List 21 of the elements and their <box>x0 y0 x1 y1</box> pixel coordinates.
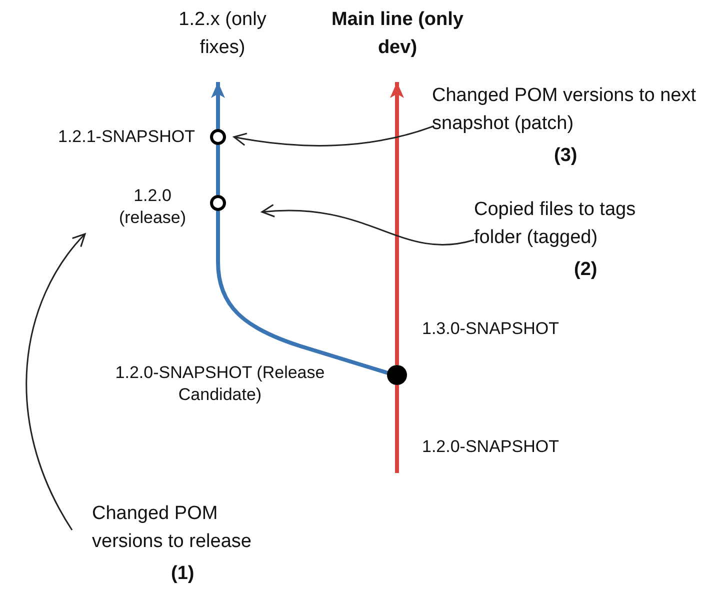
arrow <box>233 125 434 146</box>
branch-heading: 1.2.x (only fixes) <box>178 8 268 60</box>
version-label: 1.2.0 (release) <box>118 185 188 229</box>
branch-line <box>395 385 399 473</box>
branch-line <box>216 211 389 375</box>
annotation-text: Changed POM versions to release <box>92 502 252 554</box>
branch-line <box>390 82 404 365</box>
annotation-text: Changed POM versions to next snapshot (patch) <box>432 84 698 136</box>
step-number: (1) <box>171 562 194 586</box>
version-label: 1.2.0-SNAPSHOT <box>422 436 559 458</box>
branch-line <box>216 145 220 195</box>
step-number: (2) <box>574 258 598 282</box>
arrow <box>26 233 86 530</box>
annotation-text: Copied files to tags folder (tagged) <box>474 198 637 250</box>
version-label: 1.2.0-SNAPSHOT (Release Candidate) <box>115 362 325 406</box>
arrow <box>261 204 474 246</box>
version-label: 1.2.1-SNAPSHOT <box>57 126 195 148</box>
branch-line <box>211 82 225 129</box>
version-label: 1.3.0-SNAPSHOT <box>422 318 559 340</box>
step-number: (3) <box>554 144 578 168</box>
branch-heading: Main line (only dev) <box>330 8 464 60</box>
